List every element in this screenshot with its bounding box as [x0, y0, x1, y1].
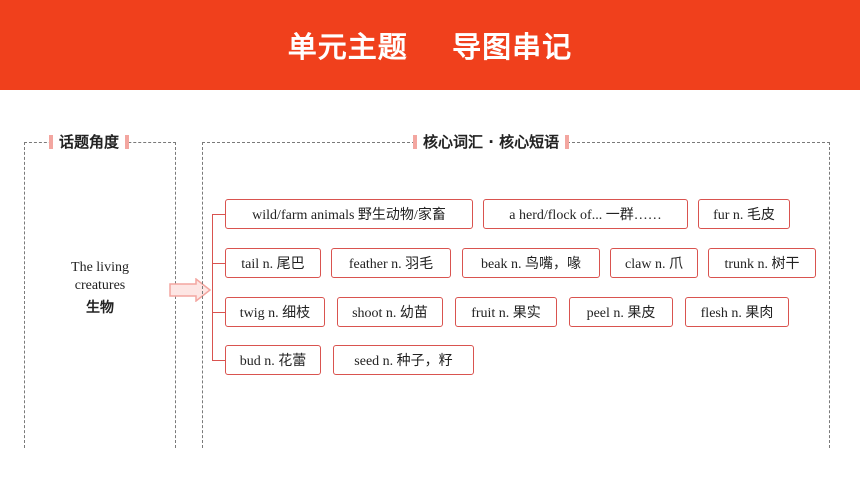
term-box: bud n. 花蕾	[225, 345, 321, 375]
bracket-tick	[212, 360, 225, 361]
term-box: claw n. 爪	[610, 248, 698, 278]
topic-angle-panel: 话题角度 The living creatures 生物	[24, 131, 176, 448]
bracket-tick	[212, 312, 225, 313]
right-arrow-icon	[169, 278, 212, 302]
term-box: feather n. 羽毛	[331, 248, 451, 278]
term-box: seed n. 种子，籽	[333, 345, 474, 375]
topic-chinese: 生物	[86, 300, 114, 316]
term-box: fur n. 毛皮	[698, 199, 790, 229]
page-title: 单元主题 导图串记	[287, 30, 573, 64]
core-vocabulary-panel: 核心词汇 · 核心短语	[202, 131, 830, 448]
topic-english: The living creatures	[71, 260, 129, 293]
bracket-line	[212, 214, 213, 360]
topic-angle-title: 话题角度	[49, 131, 130, 153]
bracket-tick	[212, 214, 225, 215]
term-box: beak n. 鸟嘴，喙	[462, 248, 600, 278]
topic-block: The living creatures 生物	[25, 259, 175, 317]
term-box: peel n. 果皮	[569, 297, 673, 327]
term-box: tail n. 尾巴	[225, 248, 321, 278]
term-box: wild/farm animals 野生动物/家畜	[225, 199, 473, 229]
term-box: twig n. 细枝	[225, 297, 325, 327]
header-banner: 单元主题 导图串记	[0, 0, 860, 90]
term-box: flesh n. 果肉	[685, 297, 789, 327]
core-vocabulary-title: 核心词汇 · 核心短语	[413, 131, 570, 153]
term-box: shoot n. 幼苗	[337, 297, 443, 327]
term-box: fruit n. 果实	[455, 297, 557, 327]
term-box: a herd/flock of... 一群……	[483, 199, 688, 229]
term-box: trunk n. 树干	[708, 248, 816, 278]
bracket-tick	[212, 263, 225, 264]
